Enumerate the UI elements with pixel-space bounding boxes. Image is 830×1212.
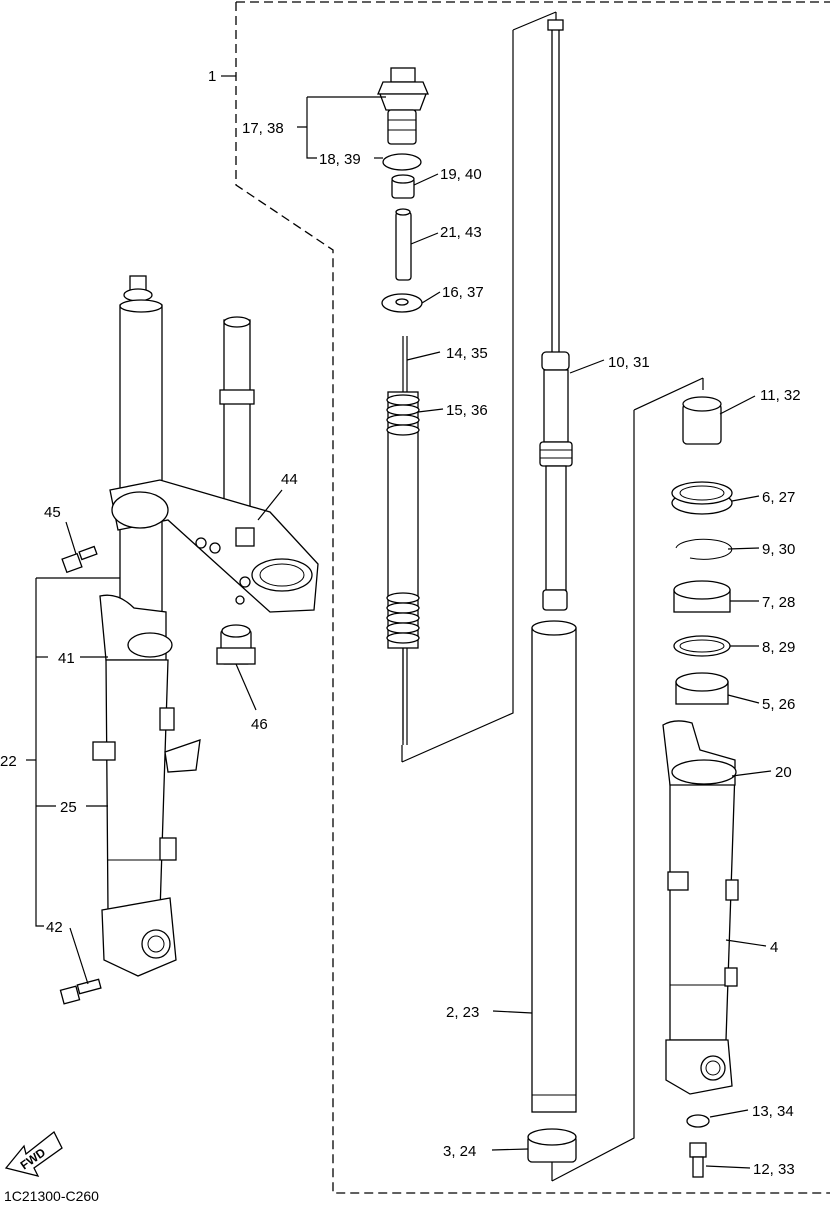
oil-seal xyxy=(671,481,733,515)
label-17-38: 17, 38 xyxy=(242,120,284,137)
lock-nut xyxy=(391,174,415,199)
cap-bolt xyxy=(377,67,429,145)
assembled-fork-leg xyxy=(92,275,201,977)
label-3-24: 3, 24 xyxy=(443,1143,476,1160)
oil-seal-washer xyxy=(673,580,731,613)
bolt-12 xyxy=(689,1142,707,1178)
under-bracket xyxy=(109,479,319,613)
circlip xyxy=(675,538,733,560)
outer-tube xyxy=(665,769,739,1095)
damper-rod xyxy=(539,19,573,611)
washer-13 xyxy=(686,1114,710,1128)
slide-metal-inner xyxy=(675,672,729,705)
label-20: 20 xyxy=(775,764,792,781)
steering-bearing xyxy=(216,624,256,665)
slide-metal-outer xyxy=(673,635,731,657)
label-42: 42 xyxy=(46,919,63,936)
label-13-34: 13, 34 xyxy=(752,1103,794,1120)
inner-tube xyxy=(531,620,577,1113)
spring-collar xyxy=(395,208,412,281)
leader-lines xyxy=(26,75,772,1169)
label-19-40: 19, 40 xyxy=(440,166,482,183)
label-45: 45 xyxy=(44,504,61,521)
label-46: 46 xyxy=(251,716,268,733)
outer-tube-group-bracket xyxy=(551,377,704,1182)
label-4: 4 xyxy=(770,939,778,956)
label-9-30: 9, 30 xyxy=(762,541,795,558)
label-12-33: 12, 33 xyxy=(753,1161,795,1178)
damper-rod-holder xyxy=(682,396,722,445)
diagram-code: 1C21300-C260 xyxy=(4,1188,99,1204)
label-22: 22 xyxy=(0,753,17,770)
label-10-31: 10, 31 xyxy=(608,354,650,371)
label-14-35: 14, 35 xyxy=(446,345,488,362)
label-21-43: 21, 43 xyxy=(440,224,482,241)
protector xyxy=(662,720,737,786)
label-44: 44 xyxy=(281,471,298,488)
fork-spring xyxy=(386,391,420,740)
label-16-37: 16, 37 xyxy=(442,284,484,301)
label-41: 41 xyxy=(58,650,75,667)
fwd-arrow-icon: FWD xyxy=(4,1130,63,1177)
label-1: 1 xyxy=(208,68,216,85)
label-15-36: 15, 36 xyxy=(446,402,488,419)
label-11-32: 11, 32 xyxy=(760,387,801,404)
label-18-39: 18, 39 xyxy=(319,151,361,168)
label-2-23: 2, 23 xyxy=(446,1004,479,1021)
o-ring xyxy=(382,153,422,171)
label-25: 25 xyxy=(60,799,77,816)
bolt-42 xyxy=(59,978,102,1005)
steering-stem xyxy=(219,316,255,521)
washer xyxy=(381,293,423,313)
label-7-28: 7, 28 xyxy=(762,594,795,611)
label-5-26: 5, 26 xyxy=(762,696,795,713)
assembly-boundary xyxy=(235,1,830,1194)
label-8-29: 8, 29 xyxy=(762,639,795,656)
oil-lock-piece xyxy=(527,1128,577,1163)
bolt-45 xyxy=(61,545,98,574)
label-6-27: 6, 27 xyxy=(762,489,795,506)
cartridge-group-bracket xyxy=(401,11,557,763)
